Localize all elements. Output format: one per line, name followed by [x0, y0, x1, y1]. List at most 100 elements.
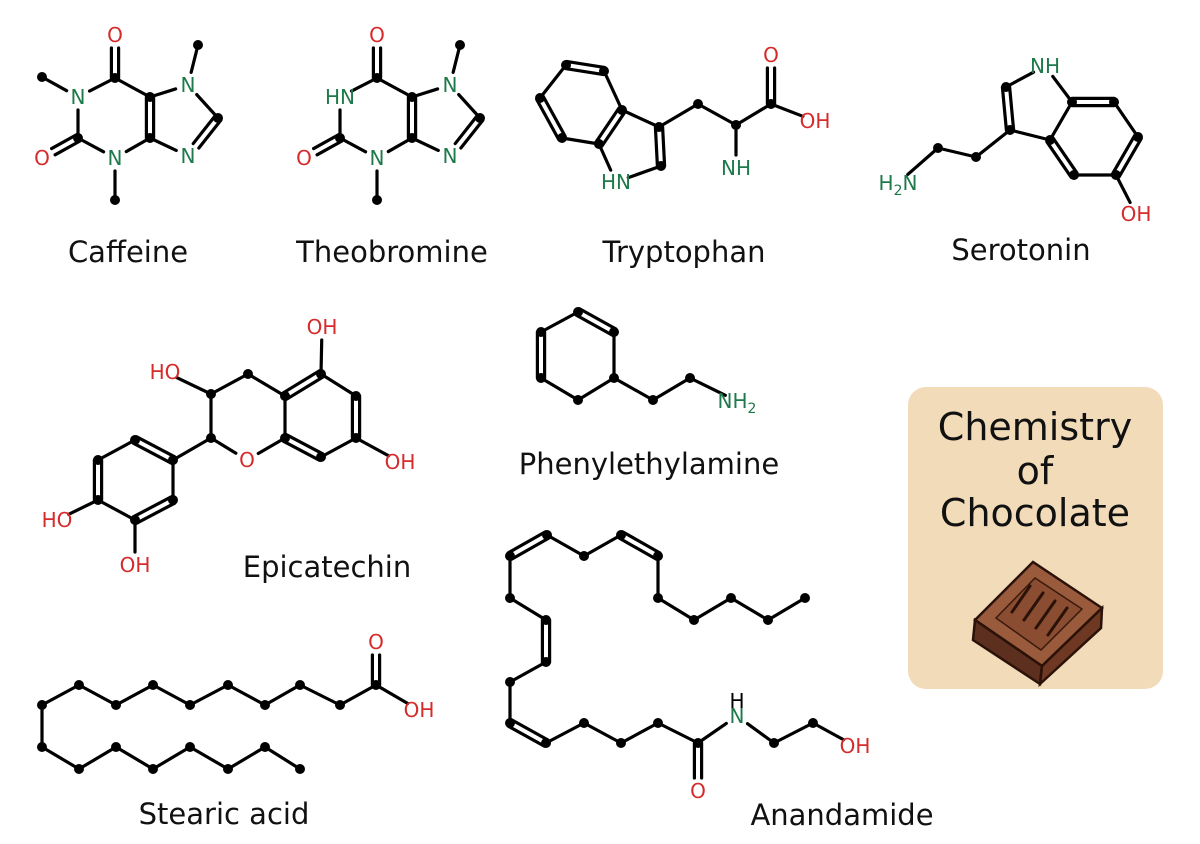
- serotonin-atom: [1001, 82, 1011, 92]
- serotonin-bond: [1000, 85, 1009, 132]
- epicatechin-atom-label: HO: [42, 508, 73, 532]
- caffeine-atom-label: N: [108, 146, 123, 170]
- serotonin-atom: [1069, 170, 1079, 180]
- tryptophan-bond: [657, 102, 700, 129]
- tryptophan-atom: [594, 139, 604, 149]
- tryptophan-atom: [561, 60, 571, 70]
- epicatechin-atom: [316, 369, 326, 379]
- anandamide-atom: [693, 738, 703, 748]
- phenylethylamine-atom: [648, 395, 658, 405]
- epicatechin-bond: [319, 372, 358, 398]
- epicatechin-atom-label: OH: [120, 553, 151, 577]
- tryptophan-bond: [563, 66, 606, 77]
- epicatechin-bond: [131, 441, 173, 465]
- anandamide-atom: [505, 551, 515, 561]
- theobromine-bond: [312, 133, 340, 151]
- epicatechin-bond: [285, 375, 325, 401]
- epicatechin-atom: [168, 455, 178, 465]
- caffeine-atom-label: O: [107, 23, 123, 47]
- serotonin-atom: [933, 143, 943, 153]
- tryptophan-atom: [766, 99, 776, 109]
- tryptophan-atom: [535, 93, 545, 103]
- epicatechin-bond: [135, 435, 177, 459]
- epicatechin-bond: [354, 436, 391, 458]
- stearic-acid-atom: [371, 680, 381, 690]
- tryptophan-bond: [594, 106, 621, 144]
- phenylethylamine-bond: [574, 313, 614, 337]
- stearic-acid-bond: [188, 683, 230, 707]
- theobromine-atom-label: O: [369, 23, 385, 47]
- serotonin-bond: [1114, 173, 1132, 205]
- tryptophan-atom: [693, 99, 703, 109]
- epicatechin-bond: [96, 438, 137, 462]
- anandamide-bond: [544, 721, 586, 745]
- serotonin-bond: [1008, 128, 1052, 142]
- epicatechin-atom: [243, 369, 253, 379]
- tryptophan-bond: [560, 136, 601, 146]
- chocolate-piece-icon: [971, 560, 1104, 688]
- anandamide-atom: [542, 530, 552, 540]
- tryptophan-name: Tryptophan: [602, 235, 766, 269]
- serotonin-atom: [971, 152, 981, 162]
- caffeine-atom-label: N: [181, 144, 196, 168]
- anandamide-atom: [579, 718, 589, 728]
- tryptophan-atom-label: O: [763, 43, 779, 67]
- epicatechin-atom-label: O: [239, 448, 255, 472]
- anandamide-atom: [505, 593, 515, 603]
- stearic-acid-name: Stearic acid: [139, 797, 310, 831]
- serotonin-bond: [1051, 74, 1074, 104]
- anandamide-atom: [505, 718, 515, 728]
- anandamide-atom: [808, 718, 818, 728]
- serotonin-bond: [936, 146, 978, 159]
- phenylethylamine-name: Phenylethylamine: [519, 447, 779, 481]
- anandamide-bond: [621, 530, 662, 555]
- caffeine-atom-label: O: [34, 146, 50, 170]
- stearic-acid-atom: [37, 700, 47, 710]
- anandamide-bond: [766, 596, 807, 622]
- anandamide-atom: [689, 615, 699, 625]
- caffeine-bond: [191, 114, 217, 146]
- phenylethylamine-bond: [612, 376, 655, 402]
- epicatechin-bond: [96, 498, 137, 522]
- tryptophan-atom: [654, 122, 664, 132]
- phenylethylamine-atom: [609, 373, 619, 383]
- epicatechin-atom: [351, 391, 361, 401]
- stearic-acid-atom: [260, 700, 270, 710]
- phenylethylamine-atom: [536, 373, 546, 383]
- epicatechin-bond: [246, 372, 287, 398]
- anandamide-atom: [541, 615, 551, 625]
- phenylethylamine-atom: [609, 327, 619, 337]
- theobromine-bond: [453, 114, 479, 146]
- phenylethylamine-bond: [539, 376, 580, 402]
- serotonin-atom-label: OH: [1121, 202, 1152, 226]
- anandamide-bond: [729, 596, 770, 622]
- epicatechin-atom: [168, 495, 178, 505]
- serotonin-bond: [1045, 140, 1073, 179]
- epicatechin-atom: [130, 435, 140, 445]
- anandamide-bond: [506, 530, 547, 555]
- theobromine-atom-label: N: [370, 146, 385, 170]
- anandamide-atom: [763, 615, 773, 625]
- epicatechin-bond: [171, 436, 213, 462]
- epicatechin-atom: [130, 515, 140, 525]
- epicatechin-bond: [319, 338, 324, 376]
- serotonin-bond: [1048, 100, 1074, 142]
- anandamide-bond: [692, 596, 733, 622]
- stearic-acid-bond: [226, 745, 267, 771]
- anandamide-atom: [616, 530, 626, 540]
- phenylethylamine-bond: [688, 376, 727, 397]
- serotonin-name: Serotonin: [951, 233, 1090, 267]
- tryptophan-bond: [620, 108, 661, 129]
- serotonin-atom: [1005, 125, 1015, 135]
- epicatechin-atom-label: OH: [307, 315, 338, 339]
- stearic-acid-atom: [74, 764, 84, 774]
- serotonin-atom-label: H2N: [879, 171, 918, 199]
- tryptophan-bond: [734, 102, 773, 127]
- caffeine-atom-label: N: [71, 85, 86, 109]
- anandamide-bond: [508, 596, 548, 622]
- tryptophan-atom: [557, 133, 567, 143]
- tryptophan-bond: [564, 59, 607, 70]
- tryptophan-bond: [538, 63, 568, 100]
